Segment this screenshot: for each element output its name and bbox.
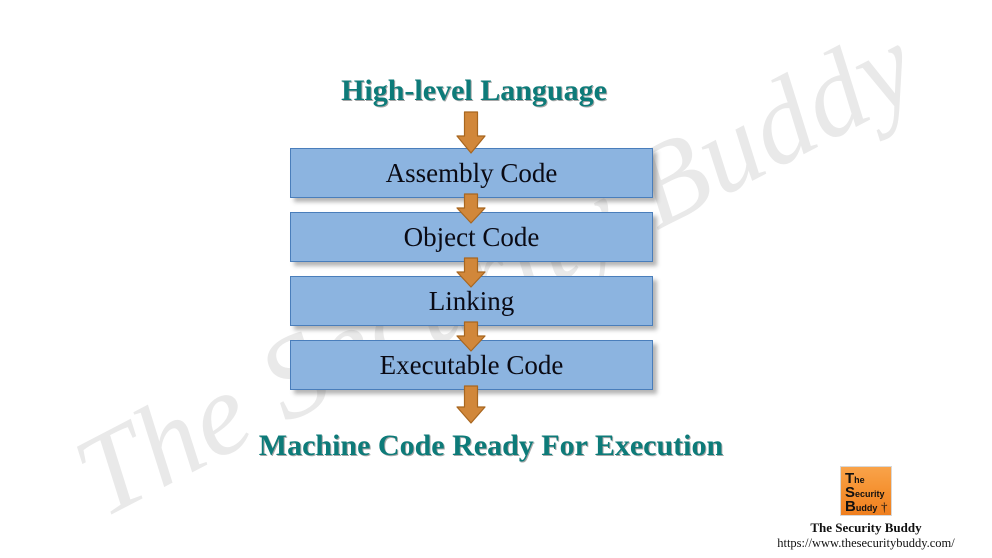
flow-title-high-level-language: High-level Language — [341, 74, 607, 107]
logo-rest-letters: uddy — [855, 503, 878, 514]
flow-title-machine-code-ready: Machine Code Ready For Execution — [258, 429, 724, 462]
logo-line-security: Security — [845, 485, 885, 501]
logo-rest-letters: he — [854, 475, 865, 486]
logo-line-the: The — [845, 471, 865, 487]
brand-name-text: The Security Buddy — [810, 520, 922, 536]
flow-box-label: Linking — [428, 285, 515, 316]
logo-rest-letters: ecurity — [855, 489, 885, 500]
flow-box-label: Object Code — [403, 221, 540, 252]
down-arrow-icon-1 — [456, 111, 486, 154]
logo-cap-letter: T — [845, 470, 855, 488]
logo-cap-letter: B — [845, 498, 856, 516]
logo-line-buddy: Buddy — [845, 499, 877, 515]
brand-url-text: https://www.thesecuritybuddy.com/ — [777, 536, 955, 551]
down-arrow-icon-5 — [456, 385, 486, 424]
down-arrow-icon-2 — [456, 193, 486, 224]
down-arrow-icon-4 — [456, 321, 486, 352]
flow-box-label: Executable Code — [379, 349, 564, 380]
branding-block: The Security Buddy † The Security Buddy … — [750, 466, 982, 552]
flow-box-label: Assembly Code — [385, 157, 558, 188]
down-arrow-icon-3 — [456, 257, 486, 288]
logo-cap-letter: S — [845, 484, 856, 502]
security-buddy-logo-icon: The Security Buddy † — [840, 466, 892, 517]
flow-box-assembly-code: Assembly Code — [290, 148, 653, 198]
person-glyph-icon: † — [881, 499, 888, 515]
